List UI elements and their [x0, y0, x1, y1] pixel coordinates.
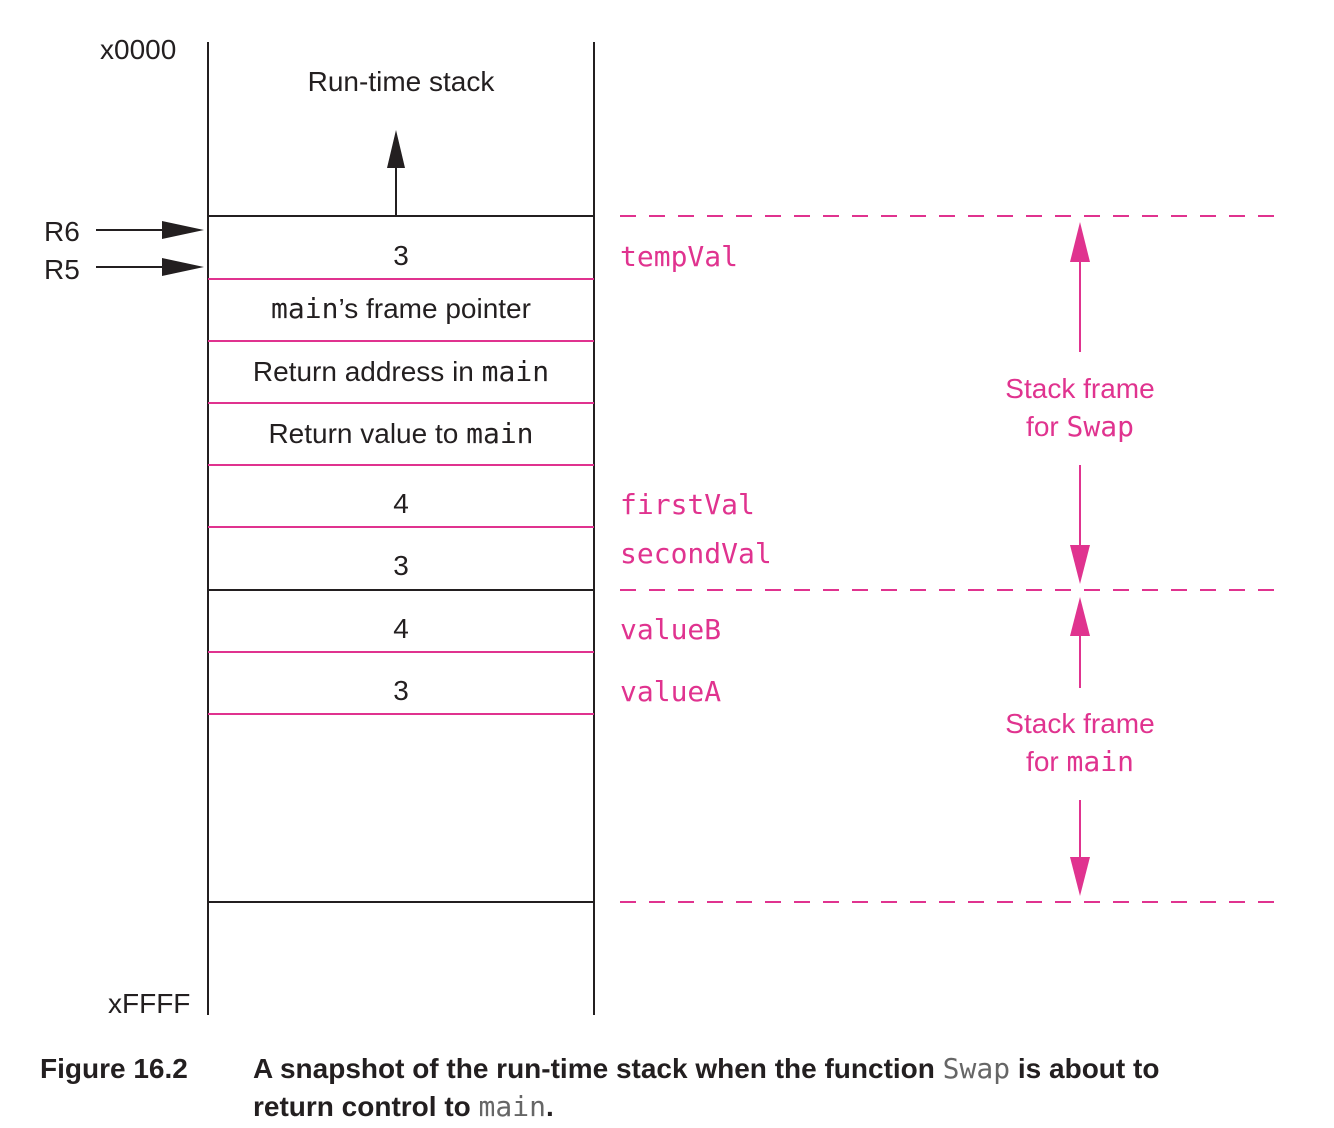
cell-return-value: Return value to main	[208, 417, 594, 450]
main-frame-label-code: main	[1066, 745, 1134, 778]
cell-separators	[208, 278, 594, 715]
cell-frame-pointer-text: ’s frame pointer	[338, 293, 531, 324]
var-label-secondval: secondVal	[620, 537, 772, 570]
cell-tempval-value: 3	[393, 240, 409, 271]
caption-code-swap: Swap	[942, 1052, 1011, 1085]
caption-text-2: is about to	[1010, 1053, 1160, 1084]
main-frame-label-line1: Stack frame	[1005, 708, 1155, 739]
swap-frame-label-code: Swap	[1066, 410, 1134, 443]
cell-firstval-value: 4	[393, 488, 409, 519]
cell-valuea-value: 3	[393, 675, 409, 706]
caption-text-1: A snapshot of the run-time stack when th…	[253, 1053, 943, 1084]
address-top-label: x0000	[100, 34, 177, 65]
r5-arrow	[96, 258, 204, 276]
stack-title: Run-time stack	[307, 66, 495, 97]
swap-frame-label: Stack frame for Swap	[980, 370, 1180, 446]
swap-frame-label-line2: for Swap	[980, 408, 1180, 446]
cell-return-address: Return address in main	[208, 355, 594, 388]
figure-label: Figure 16.2	[40, 1053, 188, 1084]
main-frame-label-for: for	[1026, 746, 1067, 777]
var-label-tempval: tempVal	[620, 240, 739, 273]
swap-frame-label-line1: Stack frame	[1005, 373, 1155, 404]
caption-text-4: .	[545, 1091, 554, 1122]
cell-return-address-text: Return address in	[252, 356, 482, 387]
var-label-valuea: valueA	[620, 675, 722, 708]
cell-return-value-code: main	[466, 417, 534, 450]
cell-return-address-code: main	[481, 355, 550, 388]
cell-valueb-value: 4	[393, 613, 409, 644]
r6-arrow	[96, 221, 204, 239]
cell-secondval-value: 3	[393, 550, 409, 581]
var-label-firstval: firstVal	[620, 488, 755, 521]
register-r5-label: R5	[44, 254, 80, 285]
swap-frame-label-for: for	[1026, 411, 1067, 442]
main-frame-label-line2: for main	[980, 743, 1180, 781]
swap-frame-arrows	[1070, 222, 1090, 584]
caption-text-3: return control to	[253, 1091, 479, 1122]
register-r6-label: R6	[44, 216, 80, 247]
var-label-valueb: valueB	[620, 613, 722, 646]
main-frame-label: Stack frame for main	[980, 705, 1180, 781]
caption-code-main: main	[478, 1090, 546, 1123]
cell-frame-pointer: main’s frame pointer	[208, 292, 594, 325]
frame-dashed-lines	[620, 215, 1285, 903]
cell-frame-pointer-code: main	[271, 292, 339, 325]
main-frame-arrows	[1070, 597, 1090, 896]
address-bottom-label: xFFFF	[108, 988, 191, 1019]
cell-return-value-text: Return value to	[268, 418, 467, 449]
figure-caption: A snapshot of the run-time stack when th…	[253, 1050, 1293, 1126]
